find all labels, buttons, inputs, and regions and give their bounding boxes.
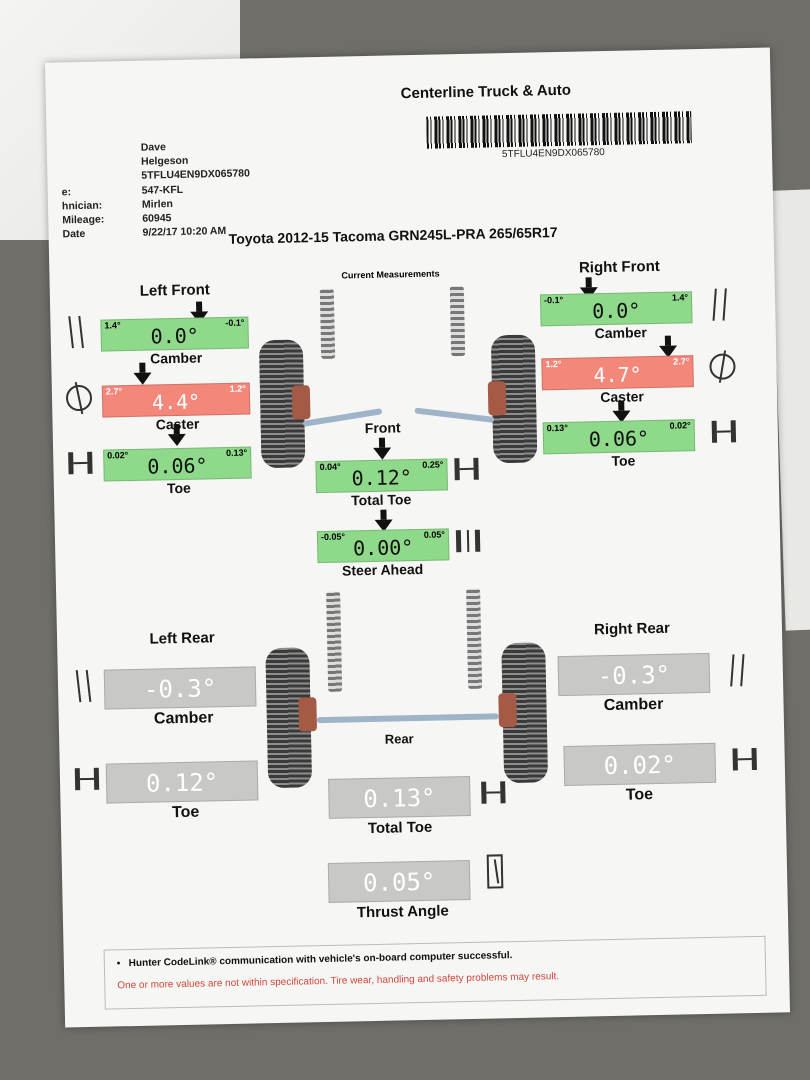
thrust-angle-label: Thrust Angle (356, 902, 449, 922)
rear-left-hub-icon (298, 697, 318, 732)
rear-right-hub-icon (498, 692, 517, 728)
toe-diagram-icon (480, 775, 507, 812)
gauge-value: -0.3° (597, 660, 671, 691)
info-value: 9/22/17 10:20 AM (142, 225, 227, 239)
right-front-caster-gauge: 1.2° 2.7° 4.7° (541, 355, 694, 391)
gauge-value: -0.3° (143, 674, 217, 704)
info-value: 60945 (142, 212, 172, 225)
arrow-down-icon (373, 447, 392, 460)
camber-diagram-icon (708, 286, 735, 323)
right-rear-title: Right Rear (593, 619, 671, 639)
left-rear-title: Left Rear (149, 629, 215, 648)
gauge-value: 0.06° (147, 453, 208, 479)
left-rear-camber-gauge: -0.3° (103, 666, 257, 710)
toe-diagram-icon (731, 742, 758, 779)
left-front-toe-label: Toe (166, 479, 191, 497)
left-front-toe-gauge: 0.02° 0.13° 0.06° (103, 446, 252, 482)
arrow-down-icon (133, 372, 152, 385)
vehicle-spec: Toyota 2012-15 Tacoma GRN245L-PRA 265/65… (228, 224, 558, 247)
right-rear-camber-gauge: -0.3° (557, 652, 711, 697)
rear-total-toe-gauge: 0.13° (328, 775, 471, 819)
barcode (426, 111, 692, 149)
arrow-down-icon (167, 433, 187, 447)
gauge-value: 0.0° (150, 323, 200, 349)
right-front-camber-gauge: -0.1° 1.4° 0.0° (539, 291, 693, 327)
caster-diagram-icon (66, 380, 93, 417)
gauge-value: 0.0° (591, 298, 641, 324)
footer-line-success: • Hunter CodeLink® communication with ve… (116, 950, 513, 970)
info-value: 547-KFL (141, 183, 184, 197)
thrust-angle-gauge: 0.05° (327, 859, 471, 903)
right-rear-toe-label: Toe (625, 786, 654, 804)
front-label: Front (364, 419, 401, 437)
gauge-value: 0.12° (351, 465, 413, 491)
right-front-title: Right Front (578, 257, 660, 277)
front-right-strut-icon (449, 285, 466, 357)
front-right-arm-icon (414, 407, 495, 423)
info-value: Mirlen (141, 197, 174, 211)
info-row: Date 9/22/17 10:20 AM (62, 224, 251, 242)
steering-diagram-icon (455, 524, 482, 561)
left-rear-toe-gauge: 0.12° (105, 760, 259, 804)
camber-diagram-icon (64, 314, 91, 351)
toe-diagram-icon (74, 762, 101, 799)
rear-left-strut-icon (326, 591, 343, 692)
footer-line-warning: One or more values are not within specif… (117, 971, 559, 991)
gauge-value: 4.7° (593, 362, 642, 388)
left-front-camber-label: Camber (149, 349, 203, 367)
customer-info: Dave Helgeson 5TFLU4EN9DX065780 e:547-KF… (61, 138, 252, 241)
left-front-camber-gauge: 1.4° -0.1° 0.0° (100, 316, 250, 352)
rear-total-toe-label: Total Toe (367, 818, 433, 838)
left-rear-camber-label: Camber (153, 709, 214, 728)
info-label: Date (62, 228, 86, 241)
gauge-value: 0.06° (588, 426, 650, 452)
current-measurements-heading: Current Measurements (341, 268, 440, 281)
barcode-text: 5TFLU4EN9DX065780 (501, 146, 605, 161)
footer-notes: • Hunter CodeLink® communication with ve… (103, 935, 767, 1010)
caster-diagram-icon (709, 348, 736, 385)
info-value: 5TFLU4EN9DX065780 (141, 167, 251, 183)
footer-success-text: Hunter CodeLink® communication with vehi… (128, 950, 513, 970)
gauge-value: 4.4° (151, 389, 201, 415)
info-value: Dave (140, 141, 167, 154)
steer-ahead-label: Steer Ahead (341, 560, 424, 579)
toe-diagram-icon (453, 452, 480, 489)
left-front-caster-gauge: 2.7° 1.2° 4.4° (101, 382, 251, 418)
info-value: Helgeson (140, 154, 189, 168)
right-front-camber-label: Camber (594, 324, 647, 342)
shop-name: Centerline Truck & Auto (400, 81, 572, 103)
rear-right-strut-icon (466, 588, 483, 689)
gauge-value: 0.13° (363, 783, 436, 814)
gauge-value: 0.00° (352, 535, 414, 561)
camber-diagram-icon (72, 668, 99, 705)
alignment-printout: Centerline Truck & Auto 5TFLU4EN9DX06578… (44, 47, 791, 1028)
gauge-value: 0.05° (362, 867, 436, 898)
right-front-toe-gauge: 0.13° 0.02° 0.06° (542, 419, 696, 455)
left-front-title: Left Front (139, 281, 210, 300)
right-front-toe-label: Toe (611, 452, 636, 469)
left-rear-toe-label: Toe (171, 803, 200, 822)
front-left-hub-icon (291, 385, 311, 420)
front-total-toe-gauge: 0.04° 0.25° 0.12° (315, 458, 449, 494)
toe-diagram-icon (710, 414, 737, 451)
gauge-value: 0.12° (145, 768, 219, 798)
camber-diagram-icon (725, 652, 752, 689)
front-right-hub-icon (487, 381, 507, 416)
toe-diagram-icon (67, 446, 94, 483)
right-rear-camber-label: Camber (603, 695, 664, 715)
right-rear-toe-gauge: 0.02° (563, 742, 717, 786)
rear-axle-icon (316, 713, 499, 724)
footer-warning-text: One or more values are not within specif… (117, 971, 560, 992)
steer-ahead-gauge: -0.05° 0.05° 0.00° (316, 528, 450, 564)
front-total-toe-label: Total Toe (350, 491, 412, 509)
rear-label: Rear (384, 731, 414, 747)
front-left-strut-icon (319, 288, 336, 359)
gauge-value: 0.02° (603, 750, 677, 781)
thrust-angle-diagram-icon (482, 853, 509, 890)
